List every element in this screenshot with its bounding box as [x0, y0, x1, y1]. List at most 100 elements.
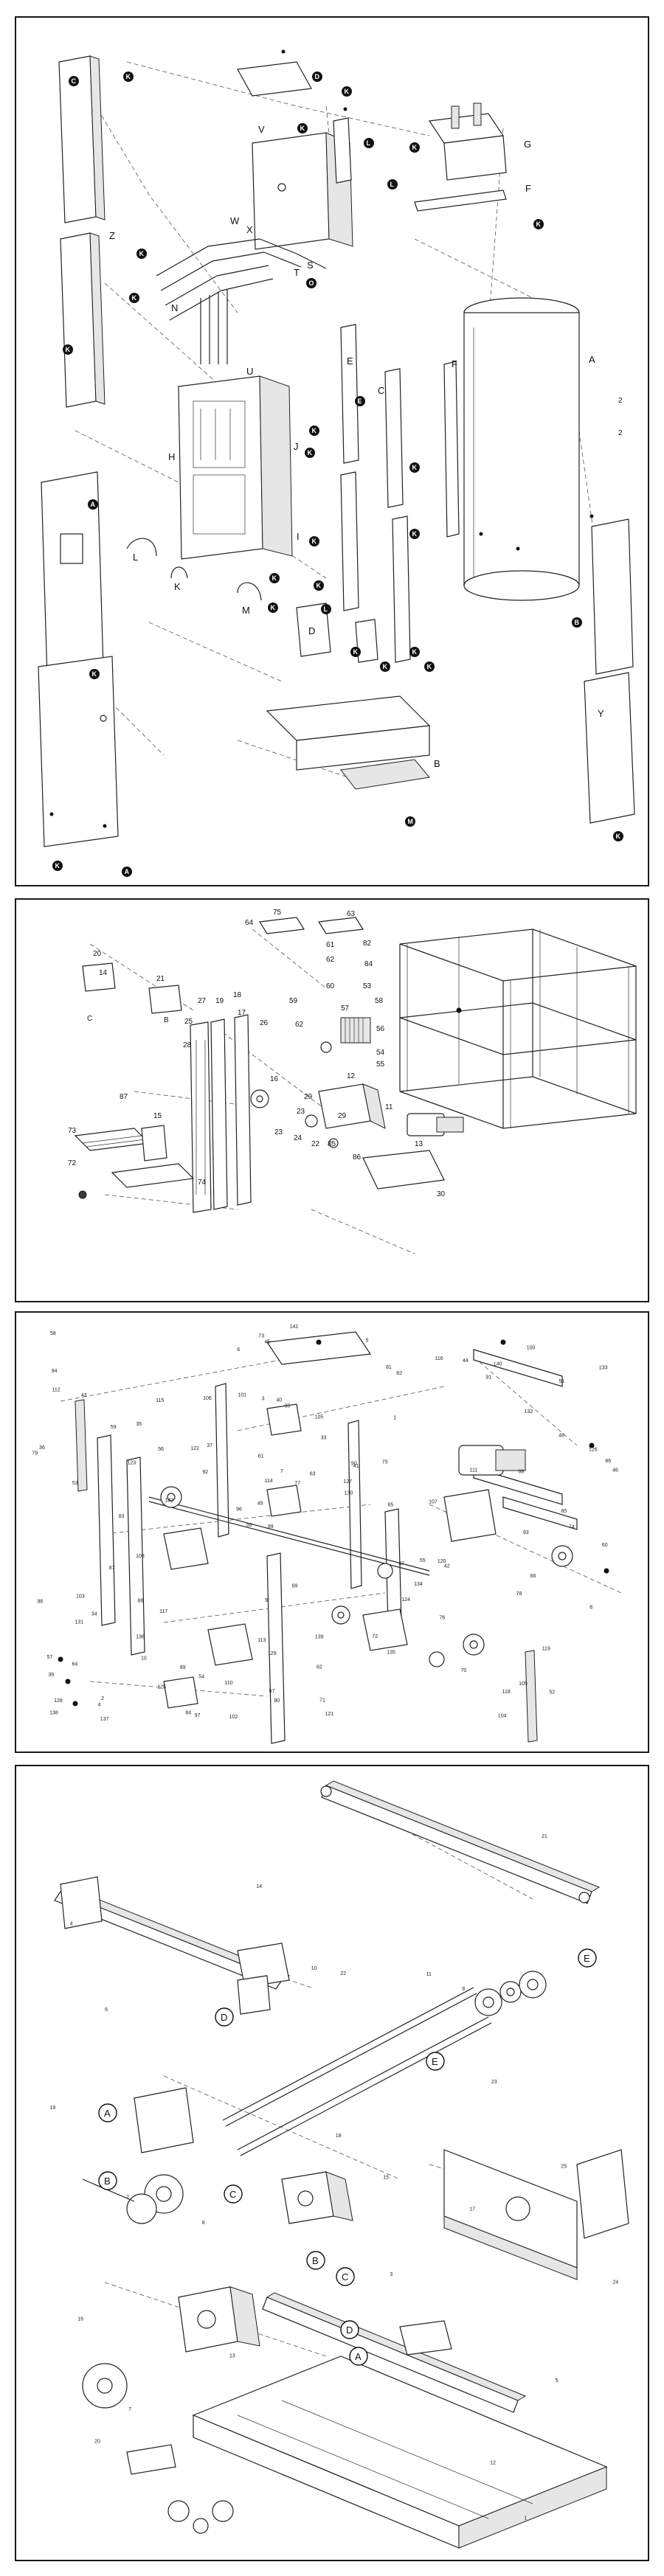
small-fasteners: [58, 1339, 609, 1707]
storage-tank-a: [463, 297, 580, 601]
svg-text:59: 59: [289, 997, 298, 1005]
svg-text:2: 2: [618, 397, 623, 405]
part-number: 141: [290, 1325, 299, 1330]
part-number: 106: [203, 1396, 212, 1401]
part-number: 119: [542, 1647, 550, 1652]
svg-text:E: E: [584, 1953, 590, 1964]
part-number: 121: [325, 1712, 334, 1717]
part-number: 58: [50, 1331, 56, 1336]
part-number: 37: [207, 1443, 212, 1448]
part-number: 44: [463, 1358, 468, 1364]
part-number: 78: [516, 1591, 522, 1597]
svg-text:61: 61: [326, 941, 335, 949]
part-number: 142: [165, 1499, 173, 1504]
clip-k: [170, 566, 188, 579]
svg-text:25: 25: [184, 1018, 193, 1026]
svg-text:F: F: [452, 358, 457, 369]
part-number: 122: [190, 1446, 199, 1451]
column-e-upper: [340, 324, 359, 464]
svg-text:60: 60: [326, 982, 335, 990]
svg-text:X: X: [246, 224, 253, 235]
svg-text:K: K: [66, 346, 71, 353]
part-number: 111: [470, 1468, 478, 1473]
svg-text:L: L: [367, 139, 371, 147]
part-number: 129: [268, 1651, 277, 1656]
part-number: 24: [613, 2280, 619, 2285]
motor-mid: [281, 2171, 353, 2224]
slide-assembly-diagram: D E A B E C B C D A 12345678910111213141…: [50, 1780, 629, 2549]
part-number: 68: [518, 1470, 524, 1475]
svg-text:B: B: [164, 1016, 169, 1024]
exploded-view-actuator-panel: 20 75 63 64 61 82 14 62 84 21 27 19 18 1…: [15, 898, 649, 1302]
part-number: 56: [158, 1447, 164, 1452]
part-number: 138: [49, 1710, 58, 1715]
part-number: 86: [605, 1459, 611, 1464]
rack-posts: [75, 1399, 538, 1743]
part-number: 7: [128, 2407, 131, 2412]
svg-text:C: C: [87, 1015, 92, 1023]
svg-text:19: 19: [215, 997, 224, 1005]
svg-text:26: 26: [260, 1019, 269, 1027]
svg-text:23: 23: [274, 1128, 283, 1136]
plate-20: [82, 962, 116, 992]
base-plate-30: [362, 1150, 445, 1190]
part-number: 89: [180, 1665, 186, 1670]
svg-text:57: 57: [341, 1004, 350, 1013]
part-number: 73: [258, 1334, 264, 1339]
part-number: 65: [388, 1502, 394, 1507]
bracket-75: [258, 917, 305, 934]
part-number: 133: [599, 1365, 608, 1370]
svg-text:28: 28: [183, 1041, 192, 1049]
part-number: 101: [238, 1393, 246, 1398]
svg-text:U: U: [246, 366, 253, 377]
part-number: 64: [72, 1662, 78, 1667]
svg-text:18: 18: [233, 991, 242, 999]
svg-text:K: K: [412, 648, 418, 656]
svg-text:82: 82: [363, 940, 372, 948]
gearbox-12: [318, 1083, 386, 1129]
svg-text:62: 62: [326, 956, 335, 964]
part-number: 95: [285, 1403, 291, 1409]
block-left: [163, 1527, 209, 1570]
bracket-a: [134, 2087, 194, 2153]
part-number: 124: [401, 1597, 410, 1603]
part-number: 137: [100, 1717, 109, 1722]
part-number: 74: [569, 1525, 575, 1530]
part-number: 69: [292, 1584, 298, 1589]
part-number: 43: [81, 1393, 87, 1398]
svg-text:A: A: [125, 868, 130, 875]
svg-text:15: 15: [153, 1112, 162, 1120]
svg-text:K: K: [412, 530, 418, 538]
svg-text:D: D: [221, 2012, 227, 2023]
part-number: 107: [429, 1500, 438, 1505]
svg-text:K: K: [300, 125, 305, 132]
side-panel-z: [60, 232, 106, 408]
part-number: 3: [262, 1397, 265, 1402]
svg-text:13: 13: [415, 1140, 423, 1148]
svg-text:T: T: [294, 267, 300, 278]
motor-13: [407, 1113, 464, 1136]
part-number: 131: [75, 1619, 83, 1625]
side-panel-b-right: [591, 518, 634, 675]
svg-text:2: 2: [618, 429, 623, 437]
part-number: 8: [202, 2221, 205, 2226]
svg-text:K: K: [345, 88, 350, 95]
part-number: 1: [393, 1416, 396, 1421]
lower-right-rail: [502, 1496, 578, 1530]
svg-text:H: H: [168, 451, 175, 462]
part-number: 51: [559, 1379, 565, 1384]
column-assembly-17: [234, 1014, 252, 1206]
svg-text:K: K: [427, 663, 432, 670]
svg-text:F: F: [525, 183, 531, 194]
part-number-labels: 1234567891011121314151617181920212223242…: [50, 1834, 619, 2521]
svg-text:64: 64: [245, 919, 254, 927]
svg-text:K: K: [312, 427, 317, 434]
svg-text:N: N: [171, 302, 178, 313]
part-number: 21: [542, 1834, 547, 1839]
part-number: 114: [265, 1479, 273, 1484]
part-number: 128: [54, 1698, 63, 1704]
hose-l: [126, 538, 157, 557]
svg-text:86: 86: [353, 1153, 362, 1162]
part-number: 130: [345, 1490, 353, 1496]
